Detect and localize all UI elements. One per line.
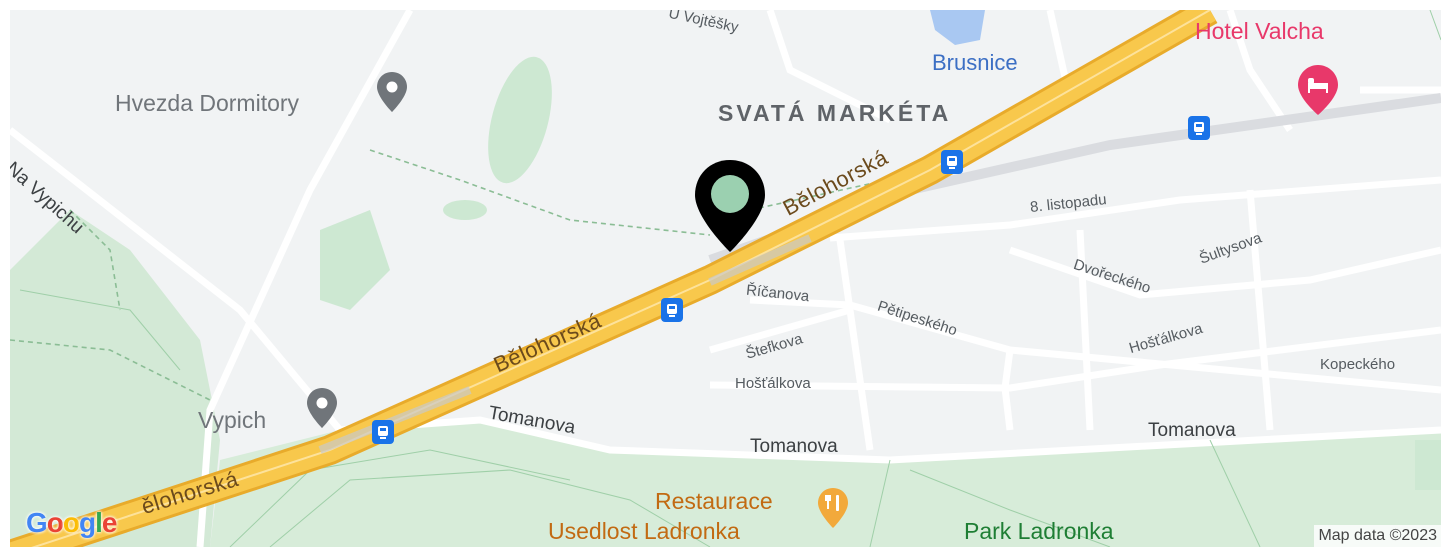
map-canvas[interactable] [10, 10, 1441, 547]
google-logo: Google [26, 507, 117, 538]
park-area [210, 420, 1441, 547]
street-label: Hošťálkova [735, 375, 811, 392]
map-view[interactable]: SVATÁ MARKÉTA Brusnice Hotel Valcha Hvez… [10, 10, 1441, 547]
poi-label-vypich[interactable]: Vypich [198, 407, 267, 433]
green-patch [443, 200, 487, 220]
pond [930, 10, 985, 45]
district-label: SVATÁ MARKÉTA [718, 100, 952, 126]
tram-stop-icon[interactable] [941, 150, 963, 174]
street-label: Tomanova [750, 436, 838, 457]
fork-knife-icon[interactable] [818, 488, 848, 528]
hotel-label[interactable]: Hotel Valcha [1195, 18, 1324, 44]
tram-stop-icon[interactable] [661, 298, 683, 322]
green-patch [1415, 440, 1441, 490]
restaurant-label-line2[interactable]: Usedlost Ladronka [548, 518, 740, 544]
street-label: Tomanova [1148, 420, 1236, 441]
place-pin-icon[interactable] [377, 72, 407, 112]
sports-field [488, 56, 552, 184]
park-paths [19, 289, 1261, 547]
tram-segment [708, 234, 812, 286]
poi-label-hvezda[interactable]: Hvezda Dormitory [115, 90, 300, 116]
green-patch [320, 210, 390, 310]
water-label[interactable]: Brusnice [932, 50, 1018, 75]
park-path [1429, 10, 1441, 41]
street-label: Kopeckého [1320, 356, 1396, 373]
tram-stop-icon[interactable] [1188, 116, 1210, 140]
hotel-bed-icon[interactable] [1298, 65, 1338, 115]
map-pin-icon[interactable] [695, 160, 765, 252]
park-area-west [10, 210, 220, 547]
map-attribution[interactable]: Map data ©2023 [1314, 525, 1441, 547]
tram-stop-icon[interactable] [372, 420, 394, 444]
park-label[interactable]: Park Ladronka [964, 518, 1114, 544]
restaurant-label-line1[interactable]: Restaurace [655, 488, 773, 514]
tram-segment [318, 386, 472, 454]
place-pin-icon[interactable] [307, 388, 337, 428]
